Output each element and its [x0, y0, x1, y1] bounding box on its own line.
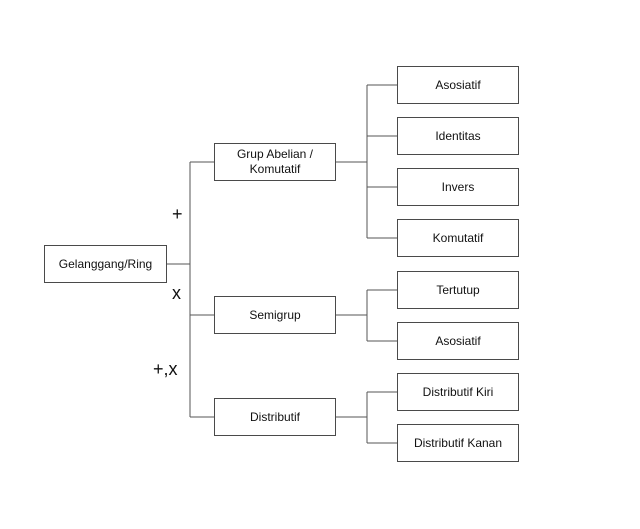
leaf-node: Asosiatif [397, 322, 519, 360]
operator-mul: x [172, 283, 181, 303]
leaf-node: Asosiatif [397, 66, 519, 104]
branch-node-semigrup: Semigrup [214, 296, 336, 334]
leaf-node: Invers [397, 168, 519, 206]
branch-node-distributif: Distributif [214, 398, 336, 436]
leaf-node: Distributif Kanan [397, 424, 519, 462]
operator-add-mul: +,x [153, 359, 178, 379]
leaf-node: Komutatif [397, 219, 519, 257]
leaf-node: Identitas [397, 117, 519, 155]
branch-node-grup-abelian: Grup Abelian / Komutatif [214, 143, 336, 181]
root-node: Gelanggang/Ring [44, 245, 167, 283]
leaf-node: Distributif Kiri [397, 373, 519, 411]
operator-add: + [172, 204, 183, 224]
leaf-node: Tertutup [397, 271, 519, 309]
